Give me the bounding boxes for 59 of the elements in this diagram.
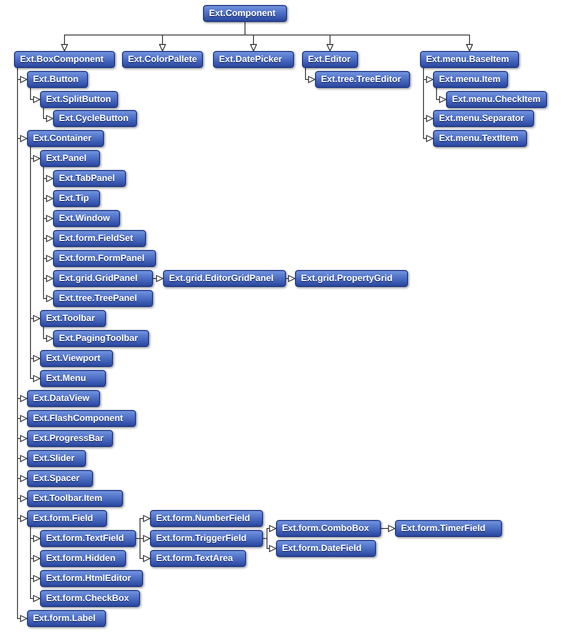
- class-node: Ext.Viewport: [40, 350, 113, 367]
- class-node: Ext.form.TriggerField: [150, 530, 263, 547]
- class-node: Ext.ProgressBar: [27, 430, 113, 447]
- class-node: Ext.grid.EditorGridPanel: [163, 270, 286, 287]
- class-node: Ext.form.HtmlEditor: [40, 570, 143, 587]
- class-node: Ext.menu.BaseItem: [420, 51, 519, 68]
- class-node: Ext.form.DateField: [276, 540, 376, 557]
- class-node: Ext.form.ComboBox: [276, 520, 381, 537]
- class-node: Ext.DatePicker: [213, 51, 294, 68]
- class-node: Ext.grid.GridPanel: [53, 270, 153, 287]
- class-node: Ext.form.TextArea: [150, 550, 246, 567]
- class-node: Ext.CycleButton: [53, 110, 137, 127]
- class-node: Ext.form.FormPanel: [53, 250, 156, 267]
- class-node: Ext.menu.CheckItem: [446, 91, 547, 108]
- inheritance-arrow: [43, 326, 54, 342]
- class-node: Ext.form.Field: [27, 510, 107, 527]
- inheritance-arrow: [244, 22, 473, 52]
- class-node: Ext.tree.TreePanel: [53, 290, 153, 307]
- class-node: Ext.form.TimerField: [395, 520, 502, 537]
- class-node: Ext.grid.PropertyGrid: [295, 270, 408, 287]
- class-node: Ext.Editor: [302, 51, 358, 68]
- class-node: Ext.Tip: [53, 190, 100, 207]
- inheritance-arrow: [262, 538, 276, 552]
- class-node: Ext.DataView: [27, 390, 100, 407]
- class-node: Ext.BoxComponent: [14, 51, 115, 68]
- class-node: Ext.Panel: [40, 150, 100, 167]
- inheritance-arrow: [30, 526, 40, 602]
- inheritance-arrow: [43, 108, 54, 122]
- inheritance-arrow: [30, 88, 40, 103]
- class-node: Ext.form.Hidden: [40, 550, 126, 567]
- class-node: Ext.PagingToolbar: [53, 330, 149, 347]
- class-node: Ext.SplitButton: [40, 91, 118, 108]
- class-node: Ext.menu.Item: [433, 71, 508, 88]
- class-node: Ext.tree.TreeEditor: [315, 71, 410, 88]
- inheritance-arrow: [436, 88, 446, 103]
- inheritance-arrow: [152, 275, 164, 282]
- inheritance-arrow: [380, 525, 396, 532]
- class-node: Ext.Button: [27, 71, 88, 88]
- class-node: Ext.Spacer: [27, 470, 93, 487]
- class-node: Ext.Toolbar.Item: [27, 490, 123, 507]
- class-node: Ext.menu.TextItem: [433, 130, 527, 147]
- class-node: Ext.menu.Separator: [433, 110, 534, 127]
- class-node: Ext.TabPanel: [53, 170, 126, 187]
- class-node: Ext.Container: [27, 130, 104, 147]
- inheritance-arrow: [286, 275, 296, 282]
- class-node: Ext.form.FieldSet: [53, 230, 146, 247]
- class-node: Ext.ColorPallete: [122, 51, 204, 68]
- class-node: Ext.Component: [203, 5, 287, 22]
- class-node: Ext.Window: [53, 210, 120, 227]
- class-node: Ext.FlashComponent: [27, 410, 136, 427]
- class-node: Ext.form.NumberField: [150, 510, 263, 527]
- class-node: Ext.Menu: [40, 370, 106, 387]
- inheritance-arrow: [305, 68, 316, 83]
- class-node: Ext.Toolbar: [40, 310, 106, 327]
- class-node: Ext.form.Label: [27, 610, 106, 627]
- class-node: Ext.form.TextField: [40, 530, 136, 547]
- class-node: Ext.form.CheckBox: [40, 590, 140, 607]
- inheritance-arrow: [423, 68, 434, 142]
- class-node: Ext.Slider: [27, 450, 86, 467]
